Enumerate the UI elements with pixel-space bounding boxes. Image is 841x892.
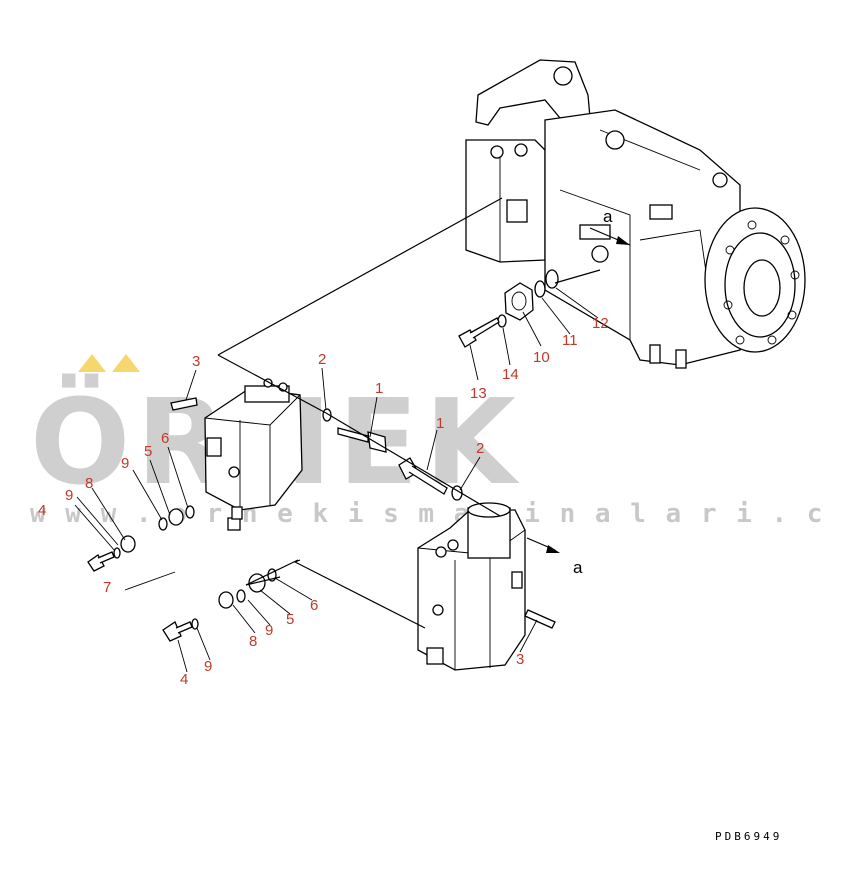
callout-5-upper: 5 — [144, 443, 152, 460]
callout-6-upper: 6 — [161, 430, 169, 447]
callout-6-lower: 6 — [310, 597, 318, 614]
connection-lines — [217, 197, 631, 629]
callout-9-lower-left: 9 — [204, 658, 212, 675]
callout-4-lower: 4 — [180, 671, 188, 688]
callout-1-lower: 1 — [436, 415, 444, 432]
callout-3-right: 3 — [516, 651, 524, 668]
callout-2-lower: 2 — [476, 440, 484, 457]
left-valve-block — [170, 378, 387, 531]
callout-12: 12 — [592, 315, 609, 332]
watermark-accent-left — [78, 354, 106, 372]
callout-9-upper-left: 9 — [65, 487, 73, 504]
figure-code: PDB6949 — [715, 830, 782, 843]
callout-7: 7 — [103, 579, 111, 596]
callout-9-lower-right: 9 — [265, 622, 273, 639]
callout-11: 11 — [562, 332, 578, 349]
callout-5-lower: 5 — [286, 611, 294, 628]
callout-2-upper: 2 — [318, 351, 326, 368]
callout-4-upper: 4 — [38, 502, 46, 519]
flange-parts — [458, 269, 559, 348]
view-marker-a-top: a — [603, 207, 613, 226]
callout-8-lower: 8 — [249, 633, 257, 650]
right-valve-block — [398, 457, 556, 671]
main-pump-assembly — [465, 59, 806, 369]
callout-3-left: 3 — [192, 353, 200, 370]
callout-labels: 1 1 2 2 3 3 4 4 5 5 6 6 7 8 8 9 9 9 9 10… — [38, 315, 609, 688]
callout-14: 14 — [502, 366, 519, 383]
view-marker-a-bottom: a — [573, 558, 583, 577]
callout-1-upper: 1 — [375, 380, 383, 397]
callout-13: 13 — [470, 385, 487, 402]
leader-lines — [74, 287, 599, 673]
callout-9-upper-right: 9 — [121, 455, 129, 472]
watermark-url: w w w . o r n e k i s m a k i n a l a r … — [30, 499, 841, 529]
callout-8-upper: 8 — [85, 475, 93, 492]
callout-10: 10 — [533, 349, 550, 366]
watermark-accent-right — [112, 354, 140, 372]
